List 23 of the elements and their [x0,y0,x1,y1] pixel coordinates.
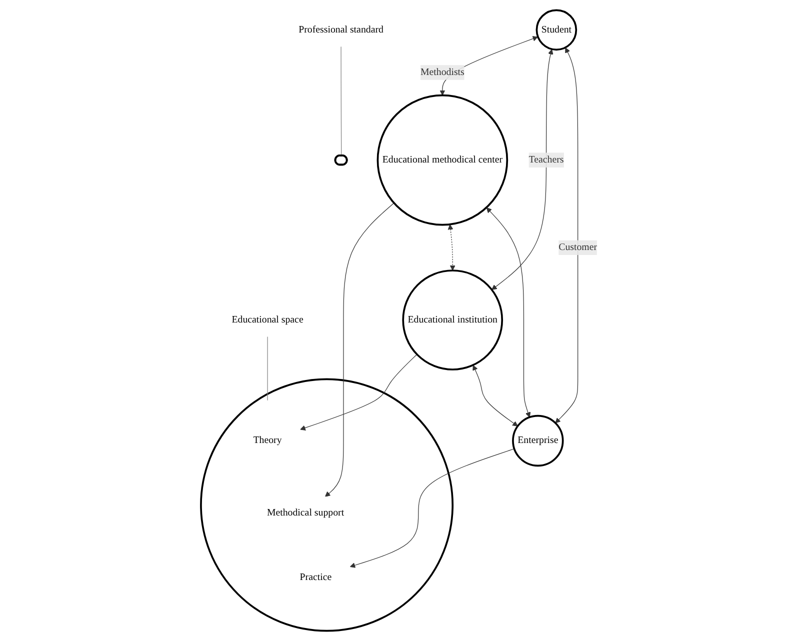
edge-label: Methodists [420,66,464,78]
node-circle: Educational institution [402,270,504,370]
node-circle: Enterprise [512,414,564,467]
edge-label: Teachers [528,154,564,166]
arrow [472,365,518,426]
node-text: Theory [253,435,282,446]
node-text: Professional standard [298,24,384,35]
arrow [555,48,578,424]
node-circle: Educational methodical center [376,94,508,226]
arrow [324,202,394,497]
node-text: Methodical support [266,508,344,518]
node-text: Practice [300,572,332,582]
arrow [350,448,515,568]
edge-label: Customer [558,242,598,253]
connector [340,46,342,156]
arrow [448,224,456,271]
connector [267,336,268,401]
node-text: Educational space [232,314,304,325]
node-circle: Student [536,9,578,51]
arrow [486,207,531,418]
cluster [200,378,454,632]
arrow [300,354,418,430]
arrow [492,49,554,290]
